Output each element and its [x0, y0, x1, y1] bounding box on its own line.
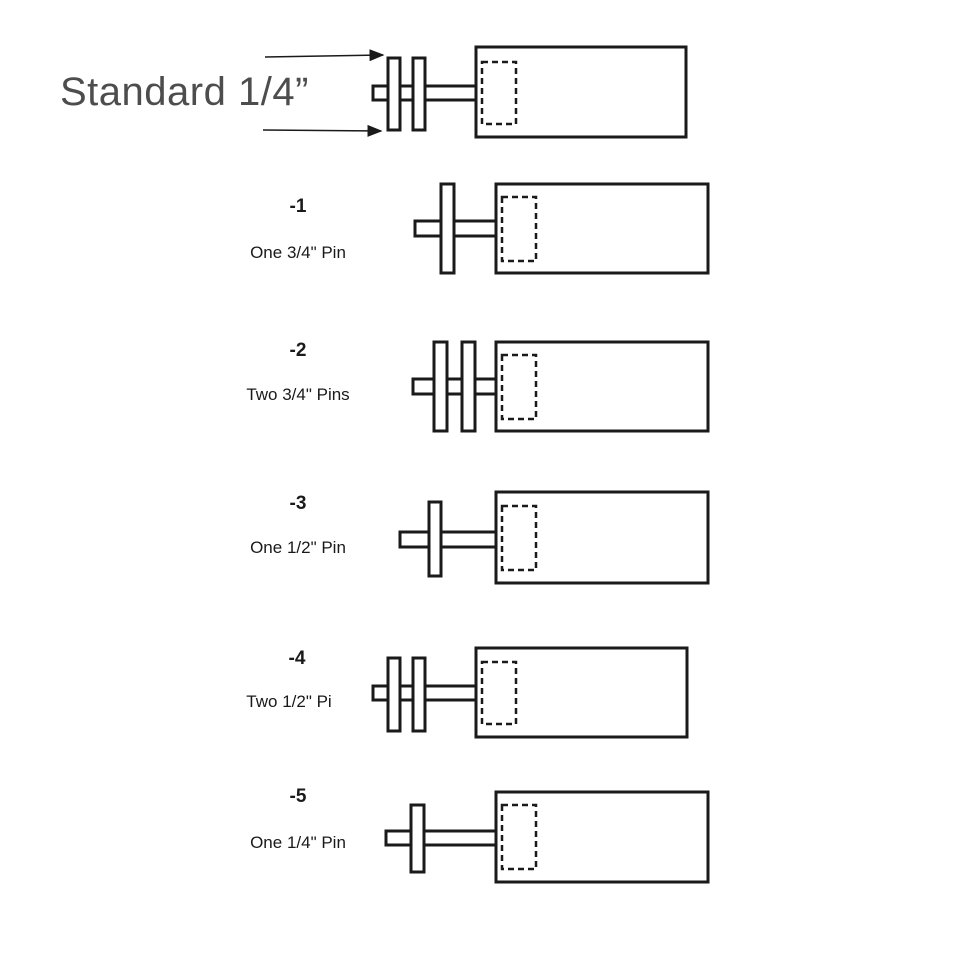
dashed-insert — [500, 504, 538, 572]
variant-description: Two 1/2" Pi — [246, 692, 332, 711]
variant-description: One 1/2" Pin — [250, 538, 346, 557]
pin — [409, 803, 426, 874]
shaft — [411, 377, 498, 396]
pin — [386, 656, 402, 733]
pin — [427, 500, 443, 578]
variant-code: -5 — [289, 786, 307, 807]
variant-code: -4 — [288, 648, 306, 669]
standard-label: Standard 1/4” — [60, 70, 309, 114]
pin — [411, 656, 427, 733]
dashed-insert — [500, 195, 538, 263]
arrow-line — [264, 49, 385, 62]
pin — [460, 340, 477, 433]
variant-3-component — [398, 490, 710, 585]
dashed-insert — [480, 660, 518, 726]
variant-2-component — [411, 340, 710, 433]
variant-description: Two 3/4" Pins — [246, 385, 350, 404]
pin — [439, 182, 456, 275]
dashed-insert — [500, 803, 538, 871]
pin — [386, 56, 402, 132]
pin — [432, 340, 449, 433]
shaft — [384, 829, 498, 847]
dashed-insert — [480, 60, 518, 126]
arrow-line — [262, 124, 383, 137]
variant-code: -1 — [289, 196, 307, 217]
variant-description: One 3/4" Pin — [250, 243, 346, 262]
variant-description: One 1/4" Pin — [250, 833, 346, 852]
variant-4-component — [371, 646, 689, 739]
pin — [411, 56, 427, 132]
variant-code: -3 — [289, 493, 307, 514]
variant-1-component — [413, 182, 710, 275]
standard-component — [262, 45, 688, 139]
variant-code: -2 — [289, 340, 307, 361]
shaft — [398, 530, 498, 549]
variant-5-component — [384, 790, 710, 884]
dashed-insert — [500, 353, 538, 421]
